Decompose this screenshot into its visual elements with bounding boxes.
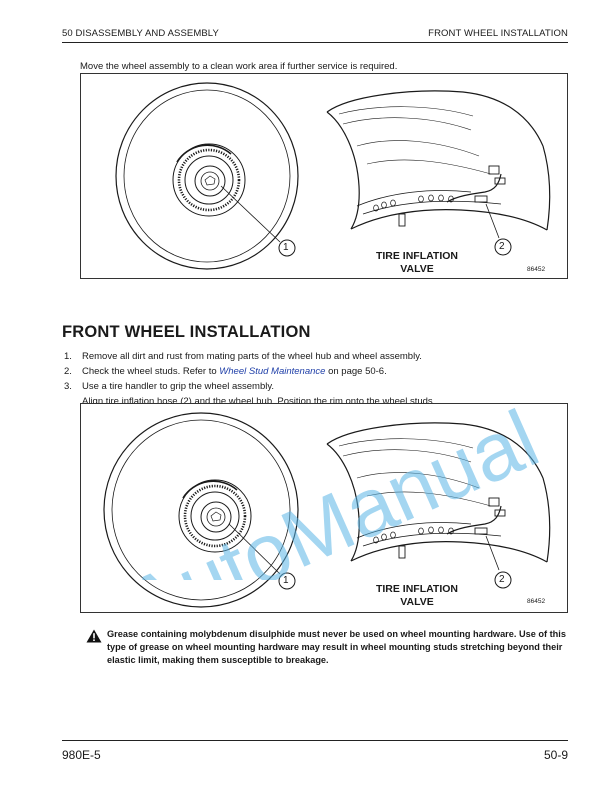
page-header: 50 DISASSEMBLY AND ASSEMBLY FRONT WHEEL … xyxy=(62,26,568,44)
warning-triangle-icon xyxy=(86,629,102,643)
step-text: Remove all dirt and rust from mating par… xyxy=(82,351,422,362)
step-text: Check the wheel studs. Refer to xyxy=(82,366,220,377)
callout-2-label: 2 xyxy=(499,241,505,252)
intro-text: Move the wheel assembly to a clean work … xyxy=(80,61,398,72)
step-number: 3. xyxy=(64,381,72,392)
step-number: 1. xyxy=(64,351,72,362)
figure-number: 86452 xyxy=(527,266,546,273)
wheel-illustration xyxy=(115,82,551,270)
list-item: 3. Use a tire handler to grip the wheel … xyxy=(62,379,562,409)
figure-number: 86452 xyxy=(527,598,546,605)
footer-model: 980E-5 xyxy=(62,748,101,762)
header-section: FRONT WHEEL INSTALLATION xyxy=(428,28,568,39)
procedure-steps: 1. Remove all dirt and rust from mating … xyxy=(62,349,562,409)
header-divider xyxy=(62,42,568,43)
step-text-continued: Align tire inflation hose (2) and the wh… xyxy=(82,396,436,407)
caption-line-2: VALVE xyxy=(400,263,434,275)
list-item: 2. Check the wheel studs. Refer to Wheel… xyxy=(62,364,562,379)
figure-wheel-removed: 1 2 TIRE INFLATION VALVE 86452 xyxy=(80,73,568,279)
wheel-stud-maintenance-link[interactable]: Wheel Stud Maintenance xyxy=(219,366,326,377)
wheel-illustration xyxy=(103,412,551,608)
figure-wheel-installation: 1 2 TIRE INFLATION VALVE 86452 xyxy=(80,403,568,613)
list-item: 1. Remove all dirt and rust from mating … xyxy=(62,349,562,364)
step-text: Use a tire handler to grip the wheel ass… xyxy=(82,381,275,392)
header-chapter: 50 DISASSEMBLY AND ASSEMBLY xyxy=(62,28,219,39)
callout-1-label: 1 xyxy=(283,242,289,253)
callout-1-label: 1 xyxy=(283,575,289,586)
section-title: FRONT WHEEL INSTALLATION xyxy=(62,323,311,341)
step-number: 2. xyxy=(64,366,72,377)
figure-caption: TIRE INFLATION VALVE xyxy=(357,250,477,276)
footer-page-number: 50-9 xyxy=(543,748,568,762)
warning-text: Grease containing molybdenum disulphide … xyxy=(107,629,566,665)
caption-line-2: VALVE xyxy=(400,596,434,608)
figure-caption: TIRE INFLATION VALVE xyxy=(357,583,477,609)
step-text-suffix: on page 50-6. xyxy=(325,366,387,377)
caption-line-1: TIRE INFLATION xyxy=(375,250,459,262)
callout-2-label: 2 xyxy=(499,574,505,585)
footer-divider xyxy=(62,740,568,741)
caption-line-1: TIRE INFLATION xyxy=(375,583,459,595)
